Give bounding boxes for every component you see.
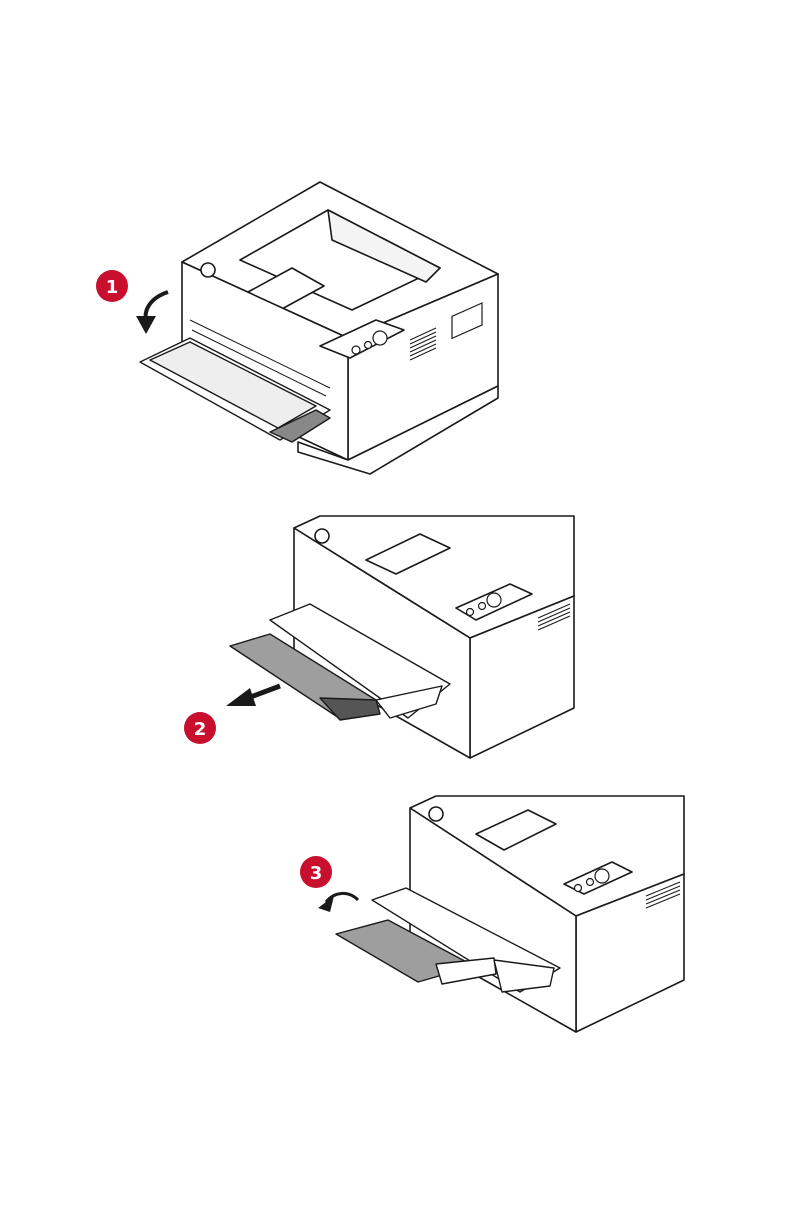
step-1-badge: 1 (96, 270, 128, 302)
flip-arrow-icon (318, 893, 358, 912)
printer-step-2: 2 (170, 508, 580, 768)
step-1-illustration: 1 (80, 170, 520, 490)
svg-text:2: 2 (194, 719, 207, 740)
printer-step-3: 3 (296, 788, 688, 1038)
svg-text:3: 3 (310, 863, 323, 884)
step-3-badge: 3 (300, 856, 332, 888)
step-2-illustration: 2 (170, 508, 580, 768)
curved-arrow-icon (136, 292, 168, 334)
svg-text:1: 1 (106, 277, 119, 298)
step-2-badge: 2 (184, 712, 216, 744)
printer-step-1: 1 (80, 170, 520, 490)
straight-arrow-icon (226, 686, 280, 706)
step-3-illustration: 3 (296, 788, 688, 1038)
